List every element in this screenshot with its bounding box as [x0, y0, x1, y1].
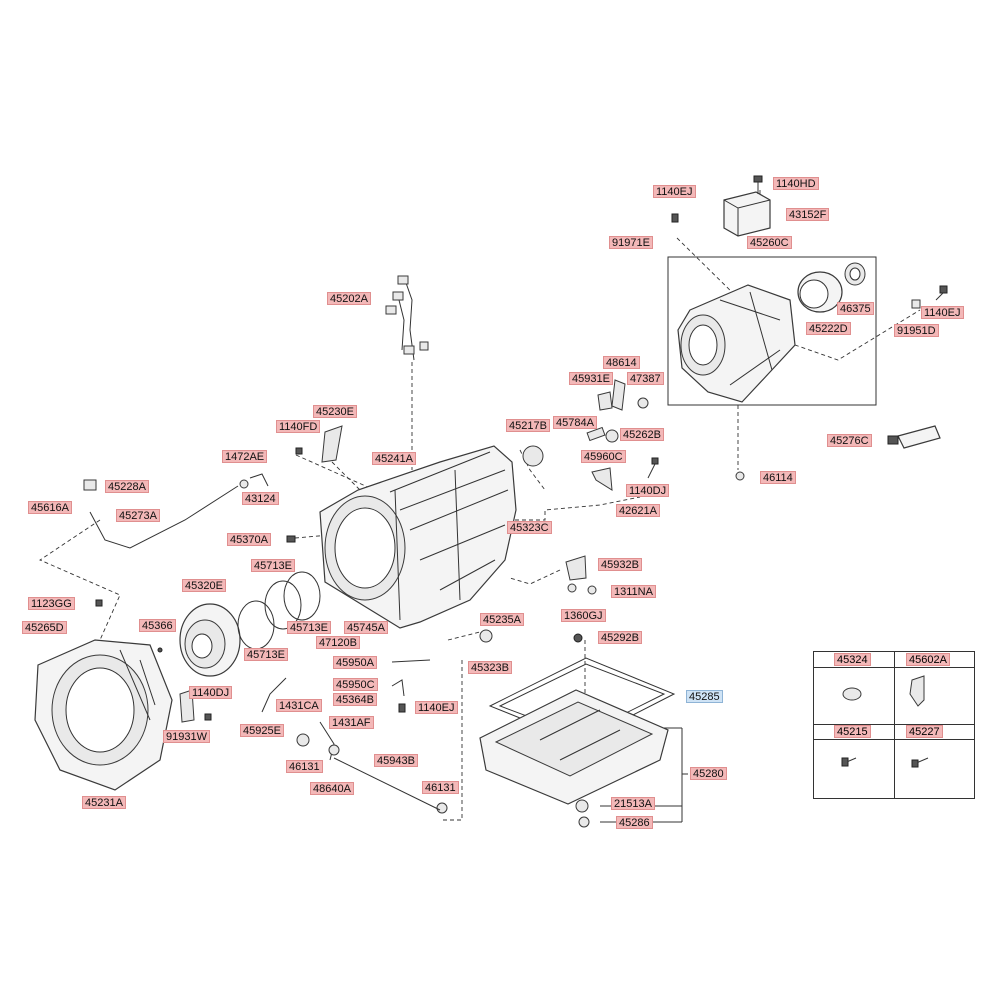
label-1123GG[interactable]: 1123GG: [28, 597, 75, 610]
label-45616A[interactable]: 45616A: [28, 501, 72, 514]
label-45285[interactable]: 45285: [686, 690, 723, 703]
legend-icons: [841, 675, 929, 768]
label-45950A[interactable]: 45950A: [333, 656, 377, 669]
label-45230E[interactable]: 45230E: [313, 405, 357, 418]
label-45273A[interactable]: 45273A: [116, 509, 160, 522]
label-1140DJ-top[interactable]: 1140DJ: [626, 484, 670, 497]
label-45228A[interactable]: 45228A: [105, 480, 149, 493]
bearing-45222D: [797, 262, 866, 313]
label-45931E[interactable]: 45931E: [569, 372, 613, 385]
parts-legend-table: 45324 45602A 45215 45227: [813, 651, 975, 799]
label-1140DJ-bottom[interactable]: 1140DJ: [189, 686, 233, 699]
label-45217B[interactable]: 45217B: [506, 419, 550, 432]
label-1311NA[interactable]: 1311NA: [611, 585, 656, 598]
label-45713E-mid[interactable]: 45713E: [287, 621, 331, 634]
label-46375[interactable]: 46375: [837, 302, 874, 315]
label-1140EJ-bottom[interactable]: 1140EJ: [415, 701, 458, 714]
label-45323C[interactable]: 45323C: [507, 521, 552, 534]
transmission-case: [319, 445, 517, 629]
label-48640A[interactable]: 48640A: [310, 782, 354, 795]
converter-housing: [34, 639, 173, 791]
legend-header-45215[interactable]: 45215: [834, 725, 871, 738]
oil-pan: [479, 689, 669, 805]
label-45925E[interactable]: 45925E: [240, 724, 284, 737]
oil-pump: [179, 603, 241, 677]
label-43152F[interactable]: 43152F: [786, 208, 830, 221]
label-45241A[interactable]: 45241A: [372, 452, 416, 465]
label-45364B[interactable]: 45364B: [333, 693, 377, 706]
label-45713E-bottom[interactable]: 45713E: [244, 648, 288, 661]
label-45260C[interactable]: 45260C: [747, 236, 792, 249]
label-45950C[interactable]: 45950C: [333, 678, 378, 691]
label-45320E[interactable]: 45320E: [182, 579, 226, 592]
label-45960C[interactable]: 45960C: [581, 450, 626, 463]
label-45265D[interactable]: 45265D: [22, 621, 67, 634]
seal-rings: [237, 571, 321, 650]
sealant-tube: [887, 425, 941, 449]
legend-header-45227[interactable]: 45227: [906, 725, 943, 738]
bracket-45230E: [321, 425, 343, 463]
label-43124[interactable]: 43124: [242, 492, 279, 505]
extension-housing-frame: [667, 256, 877, 406]
label-1140FD[interactable]: 1140FD: [276, 420, 321, 433]
label-45280[interactable]: 45280: [690, 767, 727, 780]
label-45784A[interactable]: 45784A: [553, 416, 597, 429]
label-1431AF[interactable]: 1431AF: [329, 716, 374, 729]
label-45231A[interactable]: 45231A: [82, 796, 126, 809]
legend-header-45602A[interactable]: 45602A: [906, 653, 950, 666]
label-45235A[interactable]: 45235A: [480, 613, 524, 626]
label-91971E[interactable]: 91971E: [609, 236, 653, 249]
oil-pipe: [83, 479, 239, 549]
bolts: [95, 175, 948, 828]
bracket-45932B: [565, 555, 587, 581]
label-47120B[interactable]: 47120B: [316, 636, 360, 649]
label-1431CA[interactable]: 1431CA: [276, 699, 322, 712]
cover-43152F: [723, 191, 771, 237]
label-45323B[interactable]: 45323B: [468, 661, 512, 674]
label-45943B[interactable]: 45943B: [374, 754, 418, 767]
label-91951D[interactable]: 91951D: [894, 324, 939, 337]
label-45370A[interactable]: 45370A: [227, 533, 271, 546]
label-21513A[interactable]: 21513A: [611, 797, 655, 810]
label-1360GJ[interactable]: 1360GJ: [561, 609, 606, 622]
label-46131-right[interactable]: 46131: [422, 781, 459, 794]
label-91931W[interactable]: 91931W: [163, 730, 210, 743]
lever-group: [586, 379, 626, 491]
shift-linkage: [261, 659, 441, 811]
wire-harness: [385, 275, 429, 361]
label-1140EJ-top[interactable]: 1140EJ: [653, 185, 696, 198]
label-48614[interactable]: 48614: [603, 356, 640, 369]
label-45713E-top[interactable]: 45713E: [251, 559, 295, 572]
label-1140EJ-right[interactable]: 1140EJ: [921, 306, 964, 319]
label-1140HD[interactable]: 1140HD: [773, 177, 819, 190]
label-47387[interactable]: 47387: [627, 372, 664, 385]
band-45217B: [522, 445, 544, 467]
label-45932B[interactable]: 45932B: [598, 558, 642, 571]
label-45222D[interactable]: 45222D: [806, 322, 851, 335]
label-1472AE[interactable]: 1472AE: [222, 450, 268, 463]
label-45202A[interactable]: 45202A: [327, 292, 371, 305]
legend-header-45324[interactable]: 45324: [834, 653, 871, 666]
label-45262B[interactable]: 45262B: [620, 428, 664, 441]
label-45292B[interactable]: 45292B: [598, 631, 642, 644]
label-45276C[interactable]: 45276C: [827, 434, 872, 447]
label-45286[interactable]: 45286: [616, 816, 653, 829]
label-46114[interactable]: 46114: [760, 471, 796, 484]
label-42621A[interactable]: 42621A: [616, 504, 660, 517]
label-46131-left[interactable]: 46131: [286, 760, 323, 773]
extension-housing: [677, 284, 796, 403]
label-45366[interactable]: 45366: [139, 619, 176, 632]
label-45745A[interactable]: 45745A: [344, 621, 388, 634]
